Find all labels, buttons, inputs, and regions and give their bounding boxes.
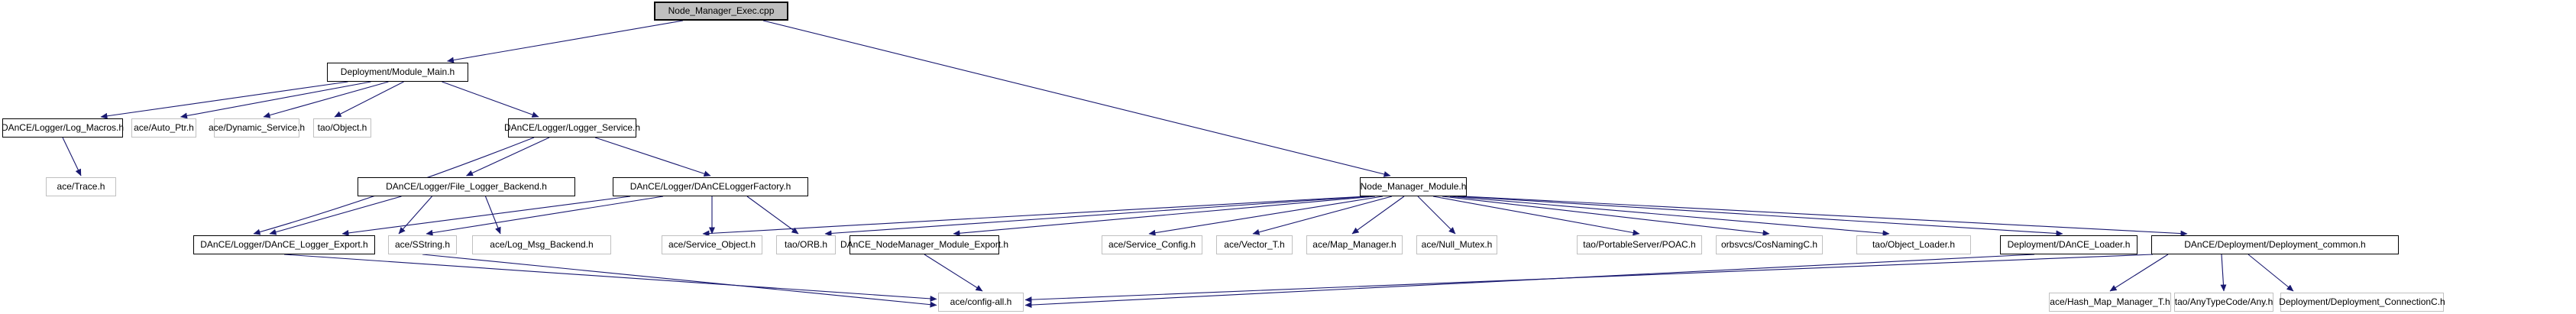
graph-node-dynamic_service: ace/Dynamic_Service.h [209, 118, 305, 138]
node-label: tao/AnyTypeCode/Any.h [2174, 296, 2273, 307]
node-label: tao/Object.h [317, 122, 367, 133]
edge-log_macros-to-trace [62, 137, 82, 176]
graph-node-hash_map: ace/Hash_Map_Manager_T.h [2049, 293, 2171, 312]
edge-logger_service-to-logger_factory [594, 137, 711, 177]
node-label: ace/Null_Mutex.h [1421, 239, 1493, 250]
edge-nmm-to-service_object [702, 196, 1367, 237]
edge-nmm-to-orb [824, 196, 1370, 237]
edge-logger_factory-to-logger_export [341, 196, 631, 236]
node-label: tao/ORB.h [784, 239, 828, 250]
graph-node-tao_object: tao/Object.h [313, 118, 371, 138]
edge-module_main-to-dynamic_service [263, 81, 389, 118]
graph-node-service_config: ace/Service_Config.h [1102, 235, 1202, 254]
node-label: ace/Dynamic_Service.h [208, 122, 306, 133]
edge-nmm-to-map_manager [1351, 196, 1405, 235]
graph-node-file_logger_backend[interactable]: DAnCE/Logger/File_Logger_Backend.h [358, 177, 575, 196]
node-label: ace/Log_Msg_Backend.h [490, 239, 594, 250]
graph-node-service_object: ace/Service_Object.h [662, 235, 762, 254]
node-label: tao/Object_Loader.h [1872, 239, 1956, 250]
edge-nmm-to-nm_export [953, 196, 1376, 237]
node-label: tao/PortableServer/POAC.h [1583, 239, 1696, 250]
edge-module_main-to-logger_service [442, 81, 539, 118]
node-label: orbsvcs/CosNamingC.h [1720, 239, 1818, 250]
node-label: DAnCE/Logger/DAnCELoggerFactory.h [629, 181, 791, 192]
graph-node-null_mutex: ace/Null_Mutex.h [1416, 235, 1497, 254]
edge-deployment_common-to-hash_map [2109, 254, 2169, 292]
graph-node-module_main[interactable]: Deployment/Module_Main.h [327, 63, 468, 82]
edge-deployment_common-to-connectionc [2248, 254, 2294, 292]
edge-module_main-to-tao_object [334, 81, 404, 118]
node-label: Node_Manager_Module.h [1360, 181, 1467, 192]
edge-nmm-to-deployment_common [1463, 196, 2188, 237]
graph-node-object_loader: tao/Object_Loader.h [1856, 235, 1971, 254]
node-label: ace/Trace.h [57, 181, 105, 192]
edge-sstring-to-config_all [422, 254, 937, 308]
edge-module_main-to-auto_ptr [180, 81, 371, 119]
graph-node-deployment_common[interactable]: DAnCE/Deployment/Deployment_common.h [2151, 235, 2399, 254]
edge-logger_factory-to-sstring [426, 196, 664, 236]
edge-file_logger_backend-to-logger_export [269, 196, 402, 235]
graph-node-log_msg_backend: ace/Log_Msg_Backend.h [472, 235, 611, 254]
edge-file_logger_backend-to-log_msg_backend [484, 196, 501, 235]
edge-nmm-to-poac [1432, 196, 1640, 236]
node-label: ace/Hash_Map_Manager_T.h [2050, 296, 2170, 307]
graph-node-config_all: ace/config-all.h [938, 293, 1024, 312]
graph-node-auto_ptr: ace/Auto_Ptr.h [131, 118, 196, 138]
node-label: Deployment/DAnCE_Loader.h [2007, 239, 2131, 250]
graph-node-cosnaming: orbsvcs/CosNamingC.h [1716, 235, 1823, 254]
edge-nmm-to-vector_t [1252, 196, 1393, 235]
node-label: Node_Manager_Exec.cpp [668, 5, 775, 16]
node-label: DAnCE/Logger/DAnCE_Logger_Export.h [200, 239, 368, 250]
graph-node-trace: ace/Trace.h [46, 177, 116, 196]
edge-nmm-to-service_config [1148, 196, 1383, 236]
node-label: DAnCE/Logger/Logger_Service.h [503, 122, 641, 133]
graph-node-dance_loader[interactable]: Deployment/DAnCE_Loader.h [2000, 235, 2137, 254]
graph-node-logger_factory[interactable]: DAnCE/Logger/DAnCELoggerFactory.h [613, 177, 808, 196]
node-label: DAnCE/Logger/File_Logger_Backend.h [386, 181, 547, 192]
edge-logger_factory-to-orb [746, 196, 799, 235]
graph-node-orb: tao/ORB.h [776, 235, 836, 254]
node-label: ace/SString.h [394, 239, 451, 250]
graph-node-map_manager: ace/Map_Manager.h [1306, 235, 1403, 254]
edge-deployment_common-to-any [2220, 254, 2227, 292]
graph-node-any: tao/AnyTypeCode/Any.h [2174, 293, 2273, 312]
edge-logger_service-to-file_logger_backend [466, 137, 550, 176]
graph-node-logger_export[interactable]: DAnCE/Logger/DAnCE_Logger_Export.h [193, 235, 375, 254]
edge-exec-to-nmm [762, 20, 1391, 177]
graph-node-poac: tao/PortableServer/POAC.h [1577, 235, 1702, 254]
node-label: ace/Service_Object.h [668, 239, 756, 250]
edge-nmm-to-object_loader [1449, 196, 1890, 237]
node-label: DAnCE_NodeManager_Module_Export.h [840, 239, 1009, 250]
node-label: ace/config-all.h [950, 296, 1012, 307]
graph-node-nm_export[interactable]: DAnCE_NodeManager_Module_Export.h [840, 235, 1008, 254]
node-label: ace/Map_Manager.h [1312, 239, 1396, 250]
edge-nm_export-to-config_all [924, 254, 983, 292]
edge-nmm-to-dance_loader [1457, 196, 2063, 237]
edge-file_logger_backend-to-sstring [398, 196, 432, 235]
graph-node-exec[interactable]: Node_Manager_Exec.cpp [654, 2, 788, 21]
node-label: Deployment/Module_Main.h [340, 66, 455, 77]
graph-node-connectionc: Deployment/Deployment_ConnectionC.h [2279, 293, 2445, 312]
edge-logger_export-to-config_all [283, 254, 937, 302]
node-label: DAnCE/Logger/Log_Macros.h [1, 122, 125, 133]
edge-nmm-to-cosnaming [1442, 196, 1770, 237]
node-label: DAnCE/Deployment/Deployment_common.h [2184, 239, 2366, 250]
graph-node-nmm[interactable]: Node_Manager_Module.h [1360, 177, 1467, 196]
edge-dance_loader-to-config_all [1024, 254, 2035, 309]
graph-node-logger_service[interactable]: DAnCE/Logger/Logger_Service.h [504, 118, 640, 138]
node-label: ace/Auto_Ptr.h [134, 122, 194, 133]
edge-exec-to-module_main [447, 20, 684, 63]
node-label: ace/Service_Config.h [1108, 239, 1196, 250]
edge-module_main-to-log_macros [100, 81, 348, 119]
node-label: ace/Vector_T.h [1224, 239, 1285, 250]
node-label: Deployment/Deployment_ConnectionC.h [2279, 296, 2445, 307]
edge-nmm-to-null_mutex [1417, 196, 1456, 235]
graph-node-vector_t: ace/Vector_T.h [1216, 235, 1293, 254]
graph-node-sstring: ace/SString.h [388, 235, 457, 254]
graph-node-log_macros[interactable]: DAnCE/Logger/Log_Macros.h [1, 118, 125, 138]
